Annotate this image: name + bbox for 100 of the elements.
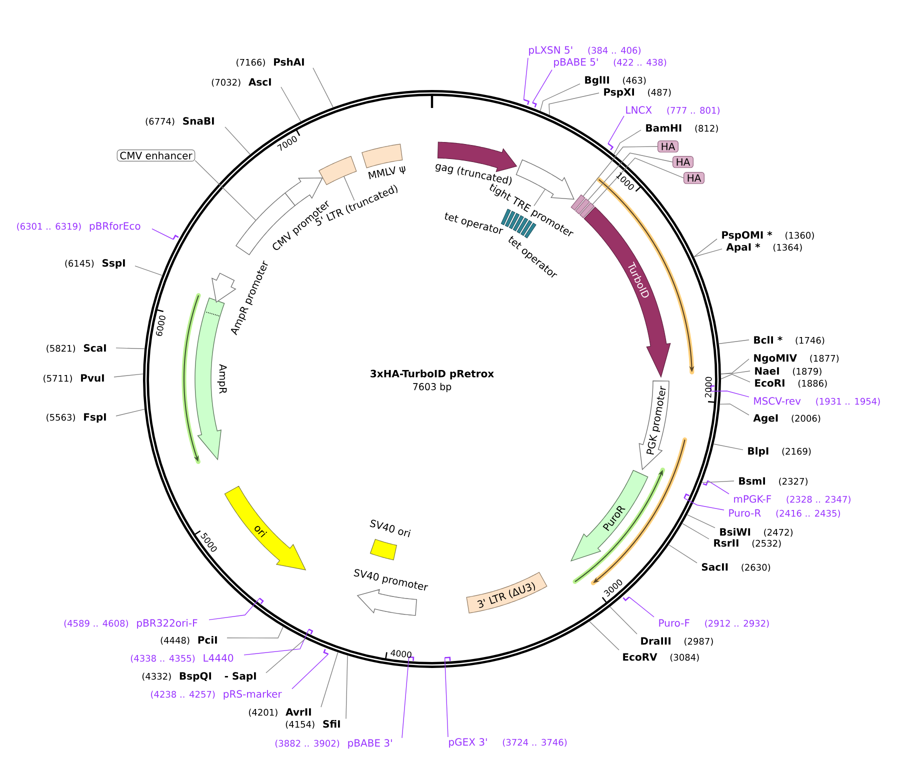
leader-line: [713, 444, 744, 450]
primer-position: (777 .. 801): [667, 106, 720, 115]
feature-label: PGK promoter: [646, 386, 666, 455]
leader-line: [402, 656, 410, 738]
leader-line: [710, 390, 750, 398]
primer-mark: [622, 596, 630, 602]
site-position: (2532): [752, 540, 781, 548]
restriction-site-label: PspXI: [604, 88, 634, 98]
plasmid-size: 7603 bp: [413, 382, 452, 392]
site-position: (4154): [286, 720, 314, 729]
feature-box: [318, 156, 357, 186]
primer-label: LNCX: [626, 106, 652, 114]
feature-label: SV40 promoter: [354, 569, 428, 591]
leader-line: [534, 188, 546, 206]
restriction-site-label: EcoRI: [755, 379, 784, 387]
primer-label: L4440: [204, 654, 234, 662]
primer-mark: [323, 648, 328, 655]
primer-position: (6301 .. 6319): [17, 222, 81, 231]
leader-line: [720, 404, 750, 416]
restriction-site-label: BsmI: [739, 477, 765, 485]
leader-line: [532, 70, 552, 104]
tag-label: HA: [684, 172, 704, 184]
tick-label: 2000: [704, 376, 712, 398]
primer-label: pBR322ori-F: [137, 618, 198, 629]
restriction-site-label: ApaI *: [726, 243, 760, 253]
primer-label: pRS-marker: [224, 690, 282, 700]
leader-line: [152, 228, 174, 240]
restriction-site-label: RsrII: [714, 539, 738, 547]
primer-position: (4338 .. 4355): [130, 654, 195, 663]
leader-line: [444, 657, 448, 738]
restriction-site-label: BglII: [585, 76, 609, 86]
feature-label: ori: [254, 526, 268, 538]
leader-line: [682, 523, 710, 540]
feature-label: tet operator: [444, 212, 504, 234]
leader-line: [614, 130, 642, 155]
site-position: (4448): [160, 636, 190, 645]
leader-line: [116, 408, 145, 416]
site-position: (6145): [65, 260, 94, 268]
primer-label: pBRforEco: [90, 222, 140, 232]
plasmid-name: 3xHA-TurboID pRetrox: [370, 370, 494, 380]
leader-line: [684, 498, 724, 510]
primer-label: pLXSN 5': [529, 46, 572, 56]
leader-line: [589, 621, 620, 650]
site-position: (6774): [146, 118, 174, 126]
primer-mark: [684, 493, 690, 498]
restriction-site-label: DraIII: [641, 637, 670, 645]
primer-label: Puro-R: [729, 509, 761, 517]
leader-line: [718, 340, 750, 344]
restriction-site-label: SspI: [102, 259, 125, 269]
primer-mark: [524, 99, 530, 105]
restriction-site-label: SnaBI: [183, 117, 214, 125]
primer-mark: [702, 480, 708, 486]
site-position: (7032): [212, 78, 240, 87]
primer-position: (2912 .. 2932): [705, 620, 769, 628]
leader-line: [540, 84, 580, 112]
site-position: (1360): [786, 232, 814, 240]
feature-label: MMLV ψ: [368, 166, 406, 180]
site-position: (2006): [792, 414, 820, 423]
site-position: (1879): [793, 368, 822, 376]
restriction-site-label: ScaI: [84, 344, 106, 352]
leader-line: [244, 628, 310, 656]
tag-label: HA: [672, 156, 694, 168]
site-position: (812): [695, 124, 718, 133]
primer-mark: [710, 385, 714, 392]
primer-mark: [532, 102, 537, 108]
leader-line: [548, 92, 600, 116]
leader-line: [114, 374, 144, 378]
primer-mark: [408, 656, 414, 661]
primer-label: Puro-F: [659, 619, 690, 627]
site-position: (5821): [46, 344, 76, 353]
restriction-site-label: NgoMIV: [754, 354, 797, 364]
feature-label: SV40 ori: [370, 520, 411, 538]
leader-line: [720, 370, 750, 374]
leader-line: [708, 480, 730, 494]
site-position: (1746): [796, 336, 824, 345]
primer-label: MSCV-rev: [754, 397, 801, 405]
primer-label: pGEX 3': [449, 738, 487, 748]
site-position: (2987): [684, 638, 713, 646]
leader-line: [116, 348, 145, 350]
restriction-site-label: EcoRV: [623, 653, 658, 661]
primer-label: pBABE 5': [554, 58, 598, 68]
site-position: (1364): [773, 244, 802, 252]
leader-line: [208, 598, 260, 620]
restriction-site-label: - SapI: [224, 672, 256, 682]
restriction-site-label: PvuI: [81, 374, 104, 382]
site-position: (487): [648, 88, 671, 97]
leader-line: [523, 58, 528, 100]
primer-mark: [259, 598, 264, 604]
restriction-site-label: NaeI: [755, 367, 779, 375]
primer-position: (2328 .. 2347): [786, 496, 850, 504]
primer-position: (3882 .. 3902): [275, 740, 340, 748]
leader-line: [320, 652, 338, 708]
restriction-site-label: SfiI: [323, 720, 340, 728]
site-position: (5563): [46, 414, 75, 422]
site-position: (2327): [779, 478, 808, 486]
leader-line: [592, 158, 684, 205]
leader-line: [194, 160, 256, 221]
restriction-site-label: PspOMI *: [722, 231, 772, 241]
leader-line: [668, 544, 698, 564]
leader-line: [312, 68, 334, 108]
